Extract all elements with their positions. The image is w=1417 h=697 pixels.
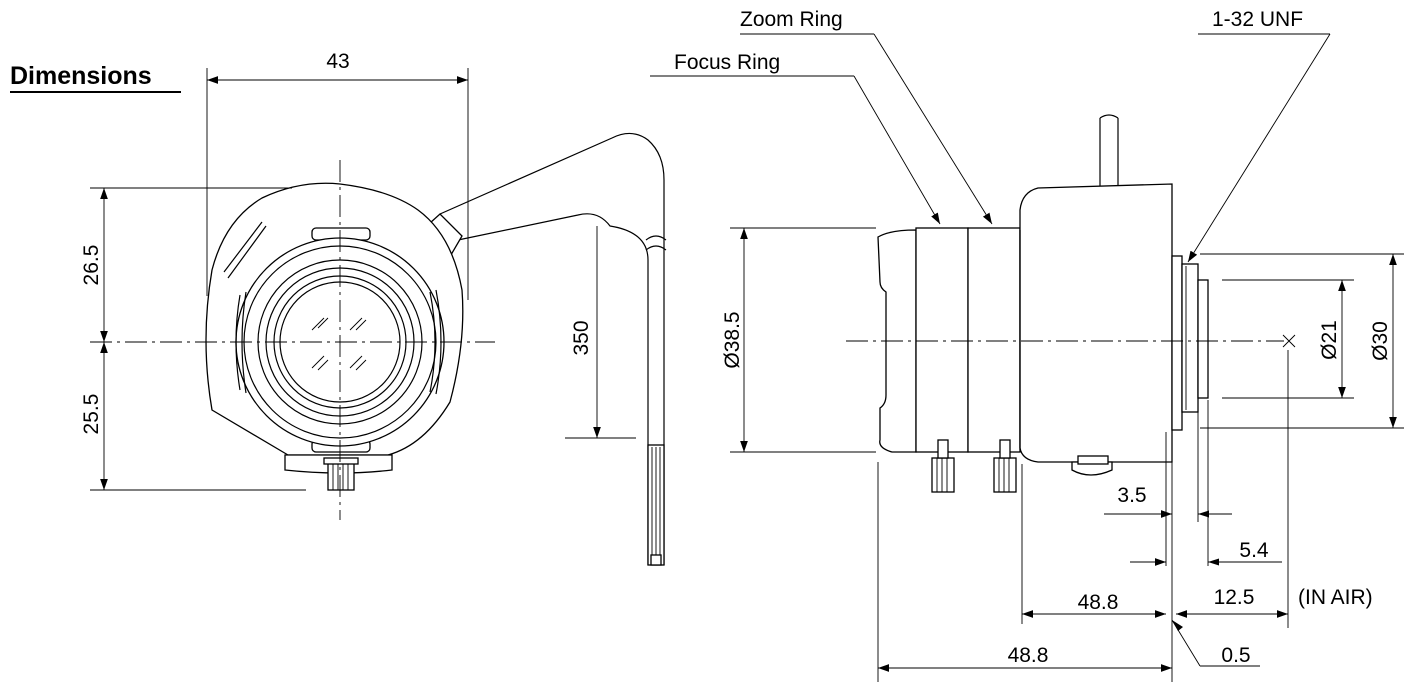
zoom-screw: [993, 457, 1017, 493]
side-rear-body: [1019, 183, 1173, 463]
dim-48-8-upper: 48.8: [1078, 591, 1119, 614]
callout-zoom-ring: Zoom Ring: [740, 8, 843, 31]
dim-dia-21: Ø21: [1318, 320, 1341, 360]
side-focus-ring: [915, 227, 969, 453]
image-plane-mark: [1282, 334, 1296, 348]
front-view: [90, 132, 667, 566]
page-title: Dimensions: [10, 62, 152, 90]
dim-3-5: 3.5: [1117, 484, 1146, 507]
side-rear-element: [1197, 279, 1209, 399]
callout-focus-ring: Focus Ring: [674, 51, 780, 74]
side-mount-ring: [1171, 255, 1183, 431]
glass-reflection-marks: [311, 317, 367, 371]
side-mount-thread: [1181, 263, 1199, 413]
side-zoom-ring: [967, 227, 1021, 453]
dim-0-5: 0.5: [1221, 644, 1250, 667]
focus-screw: [931, 457, 955, 493]
callout-thread: 1-32 UNF: [1212, 8, 1303, 31]
dim-width-43: 43: [326, 50, 349, 73]
side-dimensions: Ø38.5 Ø21 Ø30 3.5 5.4 48.8 12: [721, 227, 1404, 682]
dim-dia-38-5: Ø38.5: [721, 311, 744, 368]
side-view: [846, 114, 1296, 493]
dim-lower-25-5: 25.5: [80, 394, 103, 435]
dim-cable-350: 350: [570, 320, 593, 355]
callouts: Zoom Ring Focus Ring 1-32 UNF: [650, 8, 1331, 263]
front-view-cable: [439, 132, 667, 566]
dim-upper-26-5: 26.5: [80, 245, 103, 286]
label-in-air: (IN AIR): [1298, 586, 1373, 609]
front-knob: [327, 461, 355, 491]
dim-12-5: 12.5: [1214, 586, 1255, 609]
dim-dia-30: Ø30: [1369, 321, 1392, 361]
dim-48-8-lower: 48.8: [1008, 644, 1049, 667]
side-bottom-knob: [1071, 461, 1113, 476]
front-dimensions: 43 26.5 25.5 350: [80, 50, 636, 491]
dim-5-4: 5.4: [1239, 539, 1269, 562]
